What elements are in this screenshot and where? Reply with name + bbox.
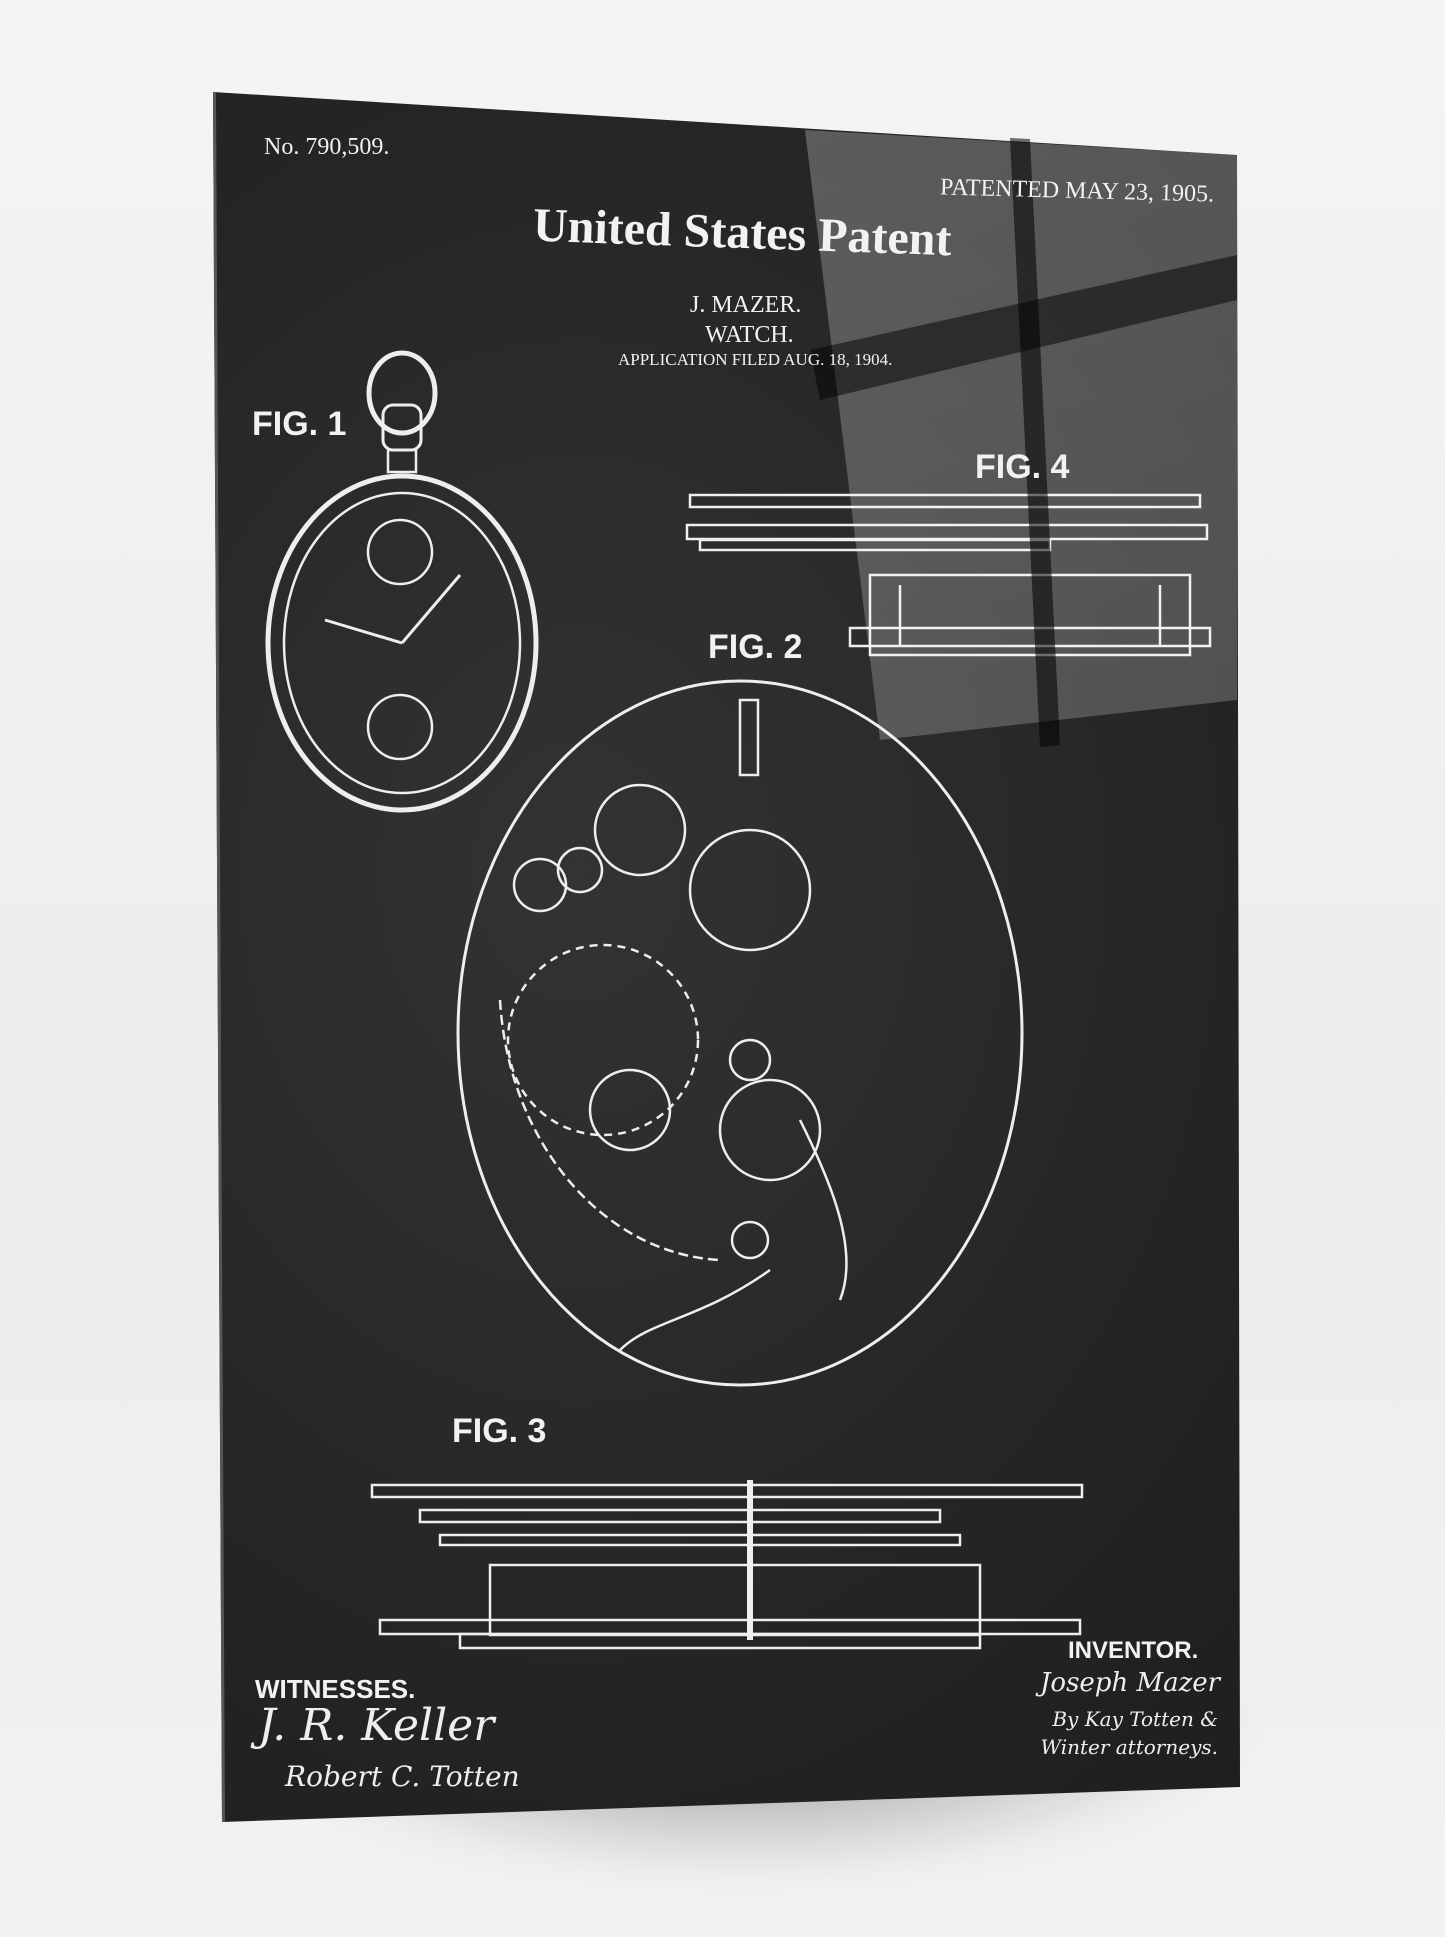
fig3-label: FIG. 3 bbox=[452, 1412, 547, 1450]
inventor-label: INVENTOR. bbox=[1068, 1637, 1199, 1664]
application-filed: APPLICATION FILED AUG. 18, 1904. bbox=[618, 350, 893, 369]
fig3-section-drawing bbox=[370, 1480, 1084, 1650]
fig4-section-drawing bbox=[685, 493, 1212, 657]
fig1-pocket-watch-drawing bbox=[265, 350, 539, 813]
witness-signature-2: Robert C. Totten bbox=[285, 1760, 520, 1793]
fig4-label: FIG. 4 bbox=[975, 448, 1070, 486]
witnesses-label: WITNESSES. bbox=[255, 1674, 416, 1704]
witness-signature-1: J. R. Keller bbox=[258, 1700, 495, 1751]
patent-subject: WATCH. bbox=[705, 322, 794, 348]
fig1-label: FIG. 1 bbox=[252, 405, 347, 443]
fig2-movement-drawing bbox=[456, 679, 1024, 1387]
fig2-label: FIG. 2 bbox=[708, 628, 803, 666]
inventor-signature: Joseph Mazer bbox=[1040, 1668, 1221, 1698]
attorney-signature: By Kay Totten & Winter attorneys. bbox=[1040, 1707, 1218, 1759]
patent-number: No. 790,509. bbox=[264, 134, 390, 160]
inventor-name: J. MAZER. bbox=[690, 292, 802, 318]
